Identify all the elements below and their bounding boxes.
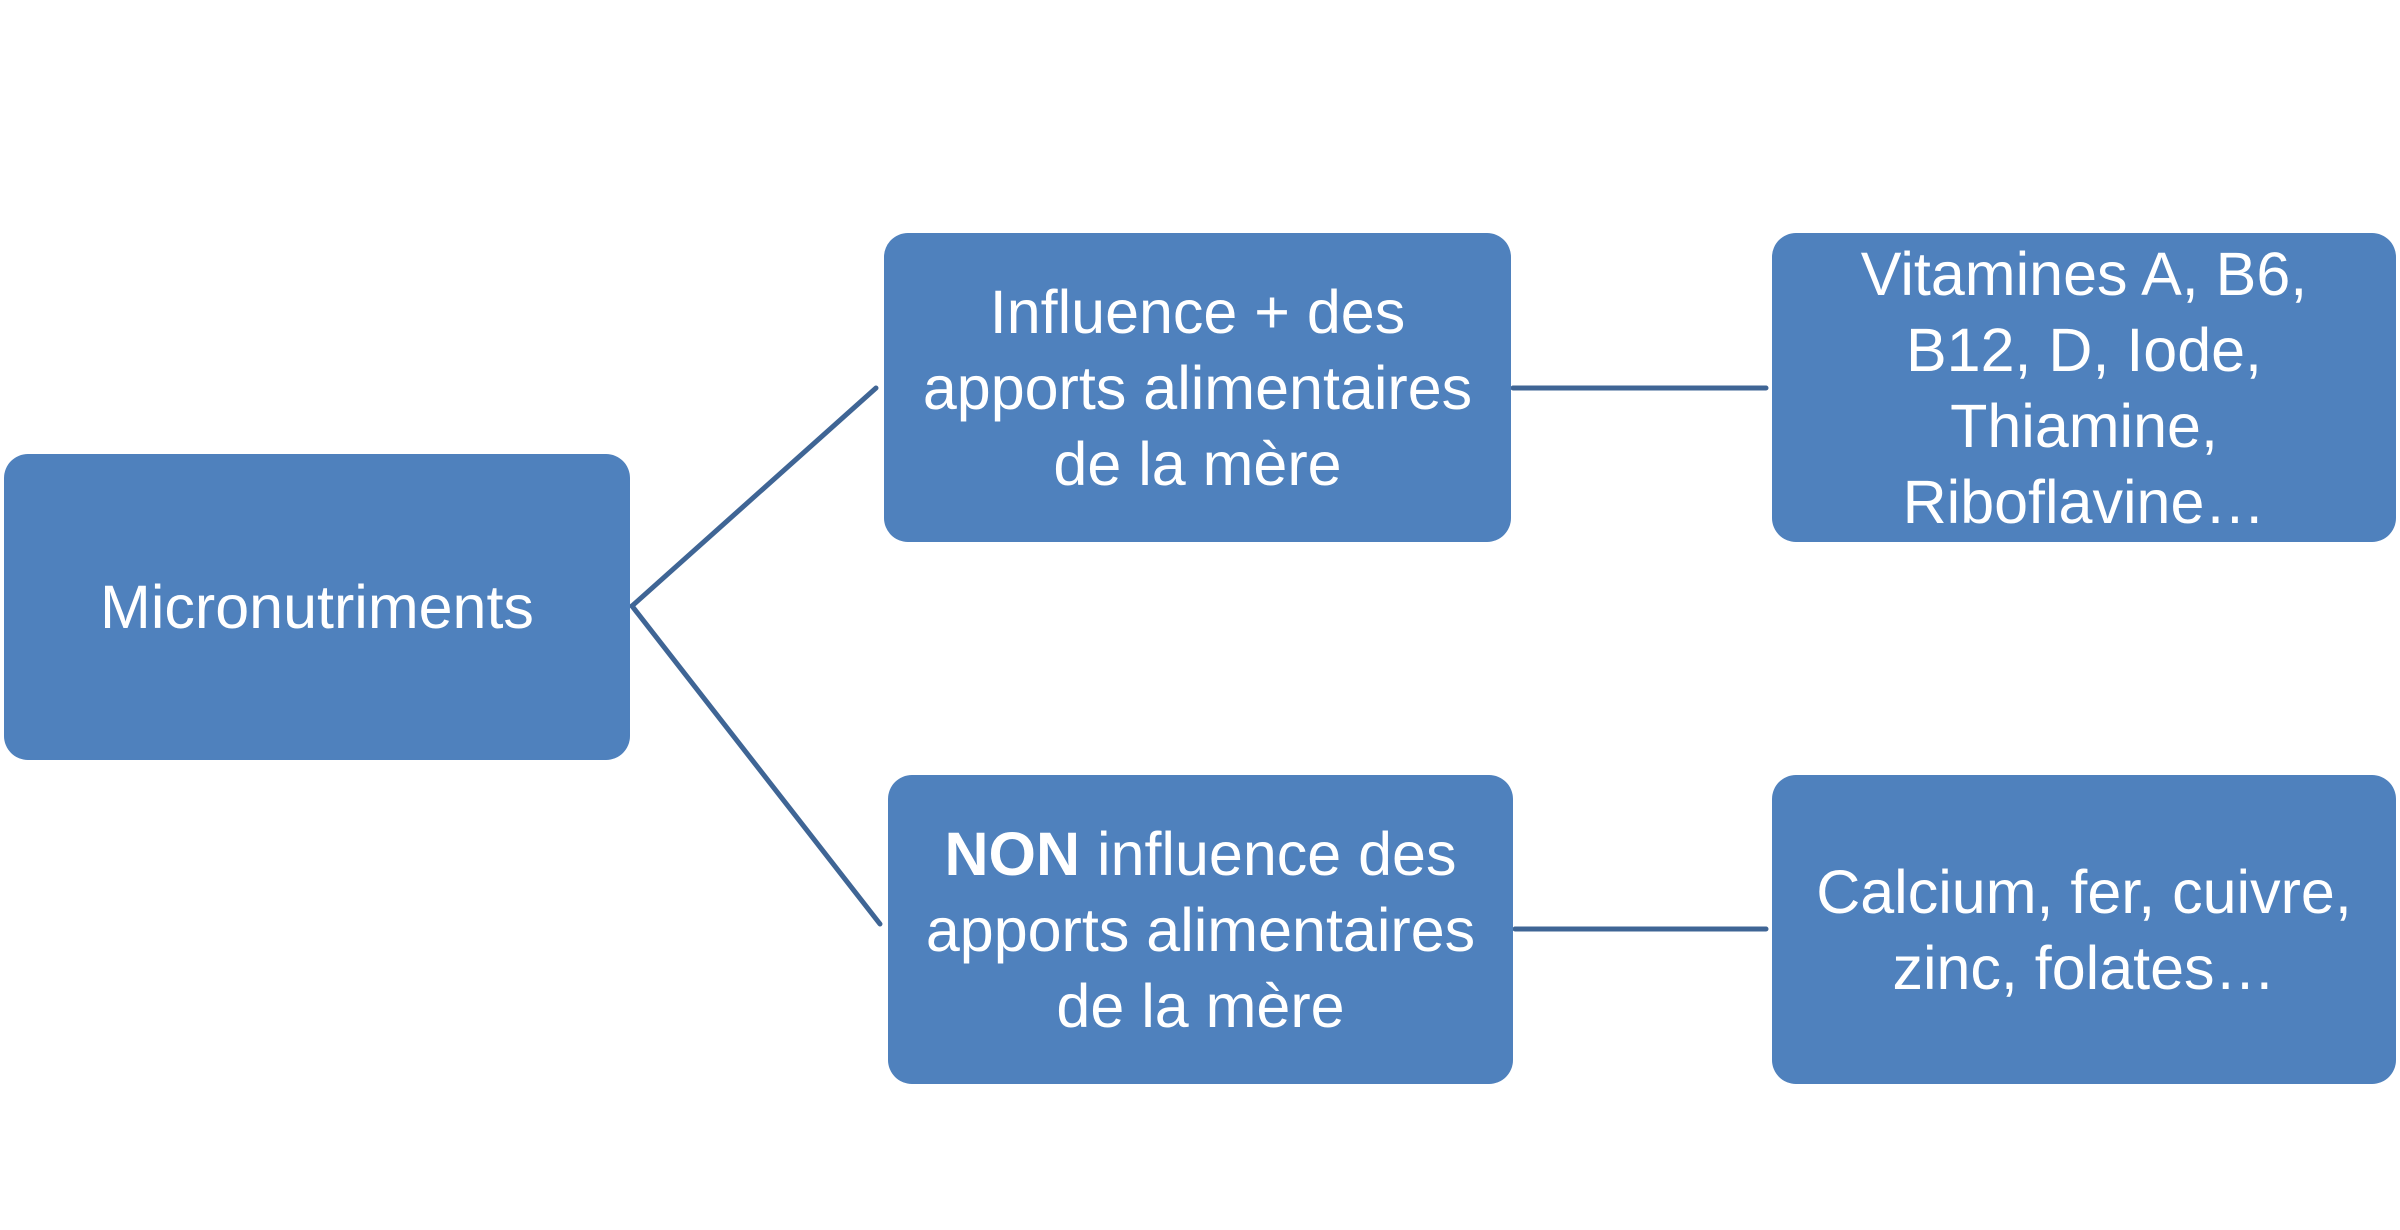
node-positive-influence: Influence + des apports alimentaires de …: [884, 233, 1511, 542]
node-negative-examples-label: Calcium, fer, cuivre, zinc, folates…: [1816, 857, 2352, 1002]
node-positive-examples: Vitamines A, B6, B12, D, Iode, Thiamine,…: [1772, 233, 2396, 542]
node-positive-influence-label: Influence + des apports alimentaires de …: [922, 277, 1473, 498]
connector-root-to-negative: [629, 603, 883, 927]
node-micronutriments: Micronutriments: [4, 454, 630, 760]
non-emphasis: NON: [944, 819, 1081, 888]
connector-root-to-positive: [629, 385, 879, 609]
node-non-influence: NON influence des apports alimentaires d…: [888, 775, 1513, 1084]
node-non-influence-label: NON influence des apports alimentaires d…: [926, 816, 1475, 1044]
node-positive-examples-label: Vitamines A, B6, B12, D, Iode, Thiamine,…: [1860, 239, 2308, 536]
node-negative-examples: Calcium, fer, cuivre, zinc, folates…: [1772, 775, 2396, 1084]
node-micronutriments-label: Micronutriments: [100, 573, 534, 641]
non-influence-rest: influence des apports alimentaires de la…: [925, 819, 1476, 1040]
